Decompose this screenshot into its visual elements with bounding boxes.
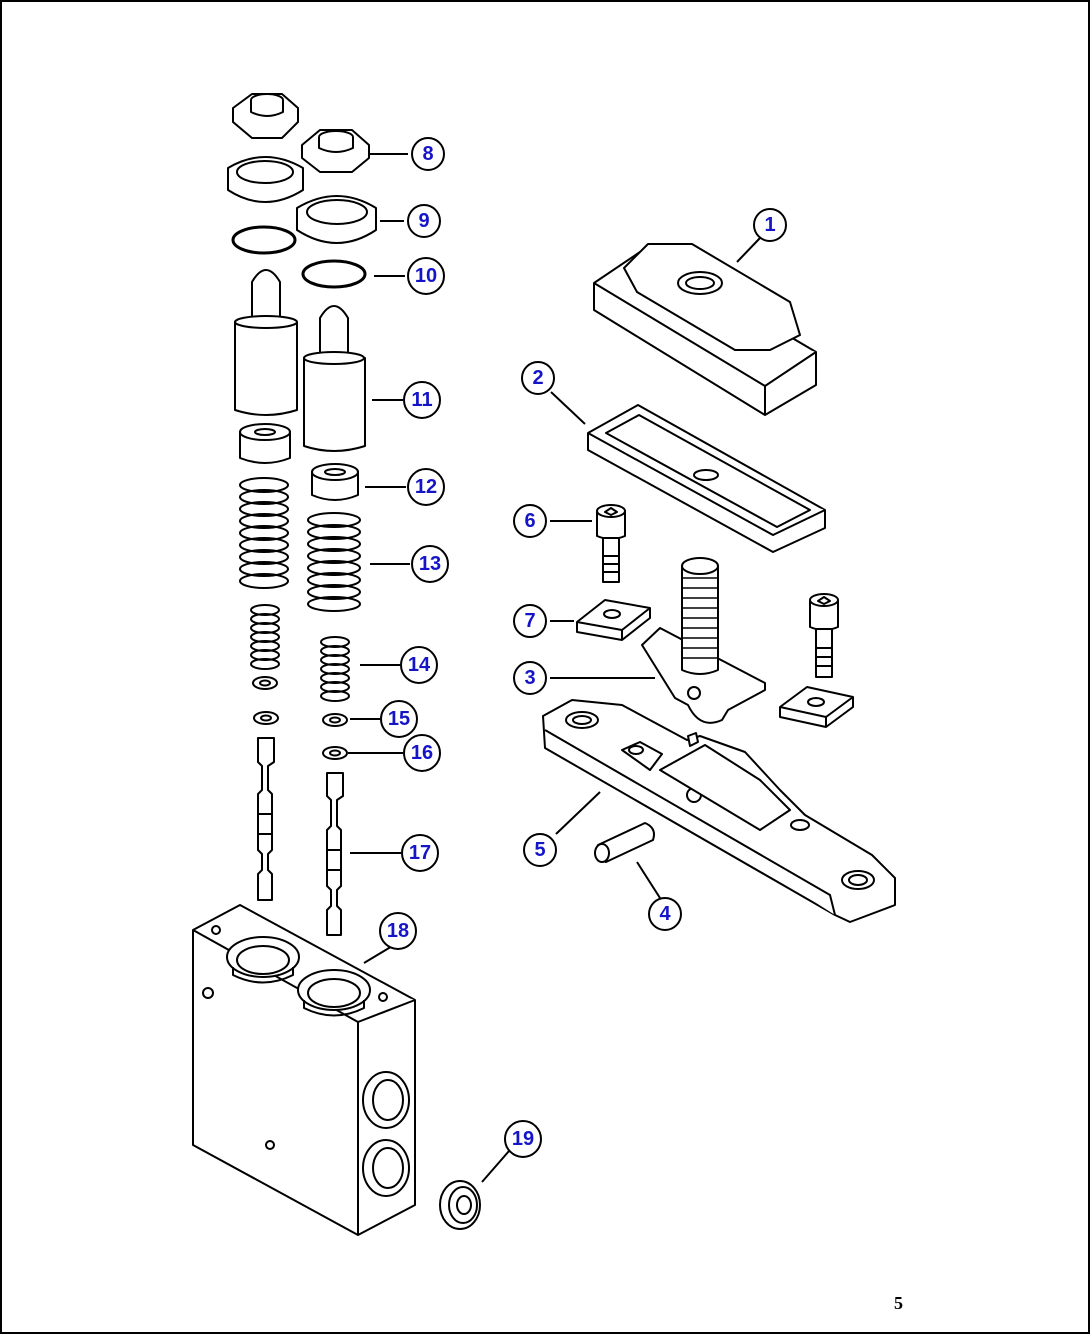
callout-3: 3	[513, 661, 547, 695]
cover-plate	[593, 243, 817, 416]
right-plunger	[303, 305, 366, 452]
left-o-ring	[231, 225, 297, 255]
left-plug-cap	[232, 93, 299, 139]
callout-18-number: 18	[387, 920, 409, 942]
callout-8-number: 8	[422, 143, 433, 165]
callout-11-number: 11	[411, 389, 432, 411]
callout-13: 13	[411, 545, 449, 583]
callout-6: 6	[513, 504, 547, 538]
callout-5: 5	[523, 833, 557, 867]
callout-1: 1	[753, 208, 787, 242]
callout-3-number: 3	[524, 667, 535, 689]
callout-4-number: 4	[659, 903, 671, 925]
callout-7-number: 7	[524, 610, 535, 632]
callout-12-number: 12	[415, 476, 437, 498]
callout-7: 7	[513, 604, 547, 638]
callout-19: 19	[504, 1120, 542, 1158]
square-washer-left	[576, 599, 651, 641]
callout-6-number: 6	[524, 510, 535, 532]
callout-14-number: 14	[408, 654, 431, 676]
right-plug-cap	[301, 129, 370, 173]
left-spacer	[239, 423, 291, 464]
stud-bracket	[641, 557, 766, 724]
callout-11: 11	[403, 381, 441, 419]
callout-17: 17	[401, 834, 439, 872]
callout-14: 14	[400, 646, 438, 684]
right-spool	[326, 772, 344, 936]
callouts: 1 2 3 4 5 6 7 8 9 10 11 12 13 14 15 16 1…	[379, 137, 787, 1158]
right-seat-ring	[296, 195, 377, 244]
valve-body	[192, 904, 416, 1236]
cap-screw-right	[809, 593, 839, 678]
corner-mark: 5	[894, 1293, 903, 1313]
callout-17-number: 17	[409, 842, 431, 864]
callout-10: 10	[407, 257, 445, 295]
right-inner-spring	[320, 636, 350, 702]
callout-1-number: 1	[764, 214, 775, 236]
callout-9-number: 9	[418, 210, 429, 232]
callout-19-number: 19	[512, 1128, 534, 1150]
actuating-lever	[542, 699, 896, 923]
left-plunger	[234, 269, 298, 416]
callout-15-number: 15	[388, 708, 410, 730]
left-seat-ring	[227, 156, 304, 203]
pin	[594, 822, 655, 863]
callout-4: 4	[648, 897, 682, 931]
callout-15: 15	[380, 700, 418, 738]
callout-18: 18	[379, 912, 417, 950]
right-washer-upper	[322, 713, 348, 727]
port-plug	[439, 1180, 481, 1230]
callout-10-number: 10	[415, 265, 437, 287]
left-washer-upper	[252, 676, 278, 690]
callout-2: 2	[521, 361, 555, 395]
leader-lines	[348, 153, 761, 1183]
left-washer-lower	[253, 711, 279, 725]
retaining-plate	[587, 404, 826, 553]
left-main-spring	[239, 477, 289, 589]
right-o-ring	[301, 259, 367, 289]
right-main-spring	[307, 512, 361, 612]
callout-16-number: 16	[411, 742, 433, 764]
square-washer-right	[779, 686, 854, 728]
left-spool	[257, 737, 275, 901]
callout-2-number: 2	[532, 367, 543, 389]
callout-13-number: 13	[419, 553, 441, 575]
callout-9: 9	[407, 204, 441, 238]
callout-16: 16	[403, 734, 441, 772]
callout-12: 12	[407, 468, 445, 506]
right-washer-lower	[322, 746, 348, 760]
left-inner-spring	[250, 604, 280, 670]
callout-5-number: 5	[534, 839, 545, 861]
cap-screw-left	[596, 504, 626, 583]
callout-8: 8	[411, 137, 445, 171]
right-spacer	[311, 463, 359, 501]
